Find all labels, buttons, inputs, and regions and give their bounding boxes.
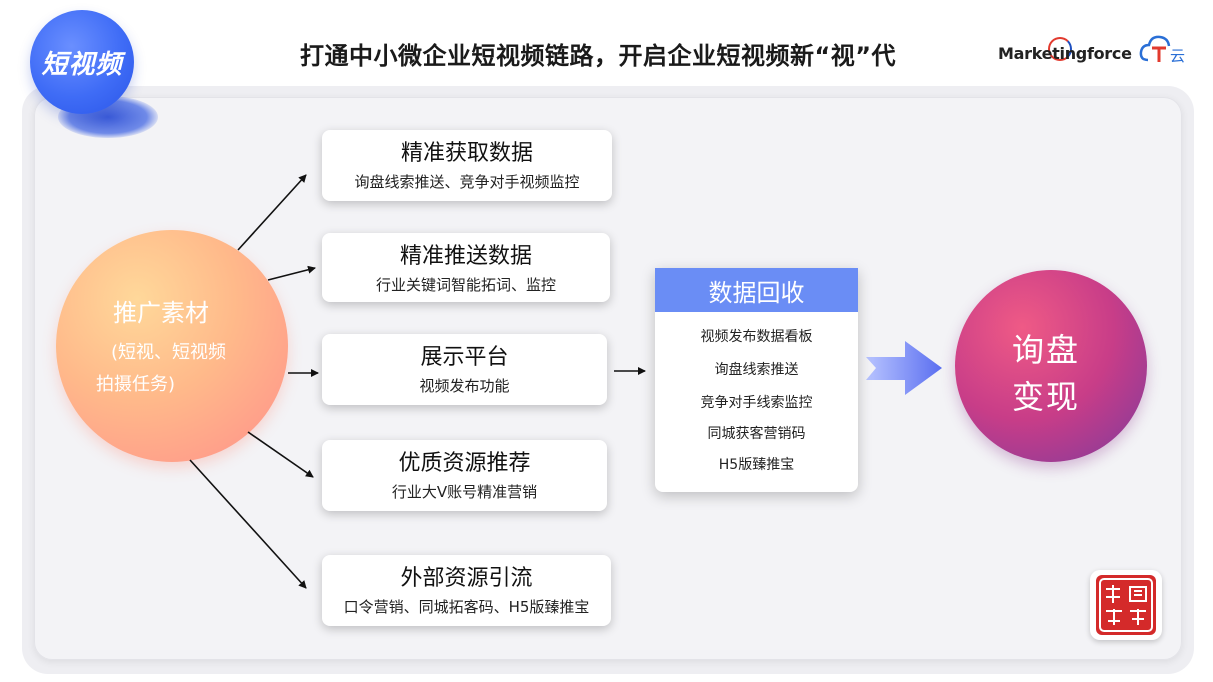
module-card-3: 展示平台 视频发布功能 <box>322 334 607 405</box>
short-video-badge: 短视频 <box>30 10 134 114</box>
module-title: 精准获取数据 <box>400 141 533 166</box>
data-recovery-item: 竞争对手线索监控 <box>700 395 813 411</box>
outcome-line2: 变现 <box>1012 378 1081 416</box>
data-recovery-item: H5版臻推宝 <box>718 457 795 473</box>
page-title: 打通中小微企业短视频链路，开启企业短视频新“视”代 <box>300 42 897 70</box>
module-desc: 视频发布功能 <box>419 377 510 395</box>
seal-body <box>1096 575 1156 635</box>
module-title: 优质资源推荐 <box>398 451 531 476</box>
data-recovery-item: 同城获客营销码 <box>707 426 806 442</box>
marketingforce-logo: Marketingforce <box>998 36 1132 76</box>
red-seal-stamp-icon <box>1090 570 1162 640</box>
source-title: 推广素材 <box>113 299 209 327</box>
module-desc: 行业大V账号精准营销 <box>391 483 538 501</box>
data-recovery-item: 视频发布数据看板 <box>700 329 813 345</box>
module-card-4: 优质资源推荐 行业大V账号精准营销 <box>322 440 607 511</box>
module-title: 精准推送数据 <box>399 244 532 269</box>
outcome-circle <box>955 270 1147 462</box>
t-cloud-logo: 云 <box>1138 30 1192 70</box>
module-desc: 行业关键词智能拓词、监控 <box>375 276 556 294</box>
t-cloud-icon: 云 <box>1139 35 1185 65</box>
data-recovery-title: 数据回收 <box>708 278 805 307</box>
t-cloud-text: 云 <box>1170 47 1185 65</box>
source-subtitle-line1: (短视、短视频 <box>111 342 227 363</box>
arrow-to-module-1 <box>237 174 307 251</box>
source-circle <box>56 230 288 462</box>
marketingforce-ring-icon <box>1048 37 1072 61</box>
module-desc: 口令营销、同城拓客码、H5版臻推宝 <box>343 598 590 616</box>
module-desc: 询盘线索推送、竞争对手视频监控 <box>354 173 580 191</box>
source-subtitle-line2: 拍摄任务) <box>96 374 176 395</box>
module-card-2: 精准推送数据 行业关键词智能拓词、监控 <box>322 233 610 302</box>
badge-label: 短视频 <box>41 49 123 80</box>
data-recovery-item: 询盘线索推送 <box>714 362 799 378</box>
module-title: 展示平台 <box>420 345 509 370</box>
marketingforce-logo-text: Marketingforce <box>998 44 1132 63</box>
module-card-5: 外部资源引流 口令营销、同城拓客码、H5版臻推宝 <box>322 555 611 626</box>
arrow-to-module-2 <box>267 265 316 281</box>
module-card-1: 精准获取数据 询盘线索推送、竞争对手视频监控 <box>322 130 612 201</box>
arrow-to-module-4 <box>247 431 314 478</box>
big-arrow-to-outcome <box>866 341 942 395</box>
seal-pattern-icon <box>1099 578 1153 632</box>
module-title: 外部资源引流 <box>400 566 533 591</box>
arrow-to-module-5 <box>189 459 307 589</box>
data-recovery-header: 数据回收 <box>655 268 858 312</box>
outcome-line1: 询盘 <box>1012 331 1081 369</box>
